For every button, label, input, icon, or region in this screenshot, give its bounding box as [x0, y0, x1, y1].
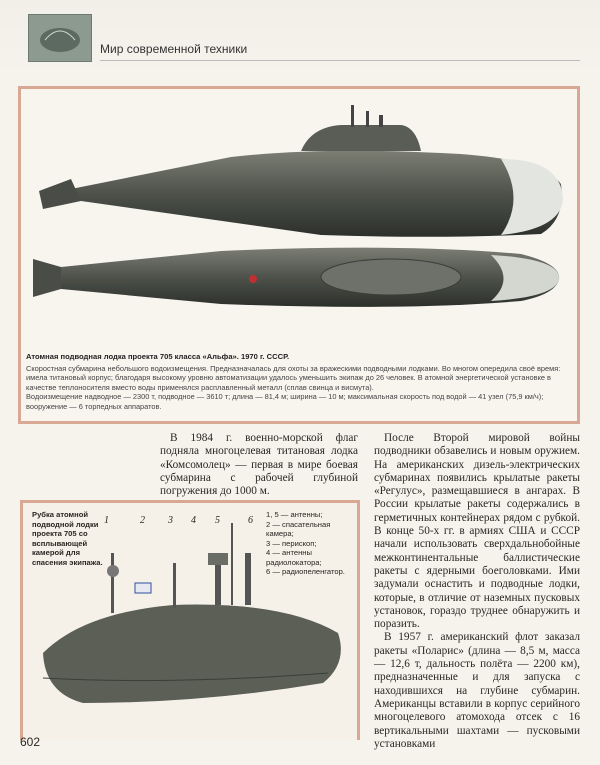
figure1-caption-specs: Водоизмещение надводное — 2300 т, подвод…	[26, 392, 544, 411]
figure1-caption-title: Атомная подводная лодка проекта 705 клас…	[26, 352, 290, 361]
text-column-2: После Второй мировой войны подводники об…	[374, 432, 580, 751]
legend-item: 6 — радиопеленгатор.	[266, 567, 345, 576]
callout-label: 6	[248, 515, 253, 526]
figure1-caption-body: Скоростная субмарина небольшого водоизме…	[26, 364, 571, 411]
header-band	[0, 0, 600, 80]
legend-item: 2 — спасательная камера;	[266, 519, 331, 539]
figure2-legend: 1, 5 — антенны; 2 — спасательная камера;…	[266, 510, 358, 577]
submarine-thumbnail-icon	[28, 14, 92, 62]
submarine-side-and-top-illustration	[33, 105, 563, 307]
section-title: Мир современной техники	[100, 42, 248, 56]
figure2-caption: Рубка атомной подводной лодки проекта 70…	[32, 510, 103, 567]
text-column-1: В 1984 г. военно-морской флаг подняла мн…	[160, 432, 358, 498]
conning-tower-illustration	[42, 523, 341, 703]
callout-label: 5	[215, 515, 220, 526]
callout-label: 3	[168, 515, 173, 526]
legend-item: 3 — перископ;	[266, 538, 317, 548]
legend-item: 4 — антенны радиолокатора;	[266, 548, 322, 567]
callout-label: 2	[140, 515, 145, 526]
paragraph: В 1957 г. американский флот заказал раке…	[374, 631, 580, 750]
header-divider	[100, 60, 580, 61]
paragraph: После Второй мировой войны подводники об…	[374, 432, 580, 631]
legend-item: 1, 5 — антенны;	[266, 510, 323, 519]
figure1-frame	[18, 86, 580, 424]
callout-label: 4	[191, 515, 196, 526]
figure1-caption-description: Скоростная субмарина небольшого водоизме…	[26, 364, 561, 392]
figure2-frame	[20, 500, 360, 740]
callout-label: 1	[104, 515, 109, 526]
page-number: 602	[20, 735, 41, 749]
